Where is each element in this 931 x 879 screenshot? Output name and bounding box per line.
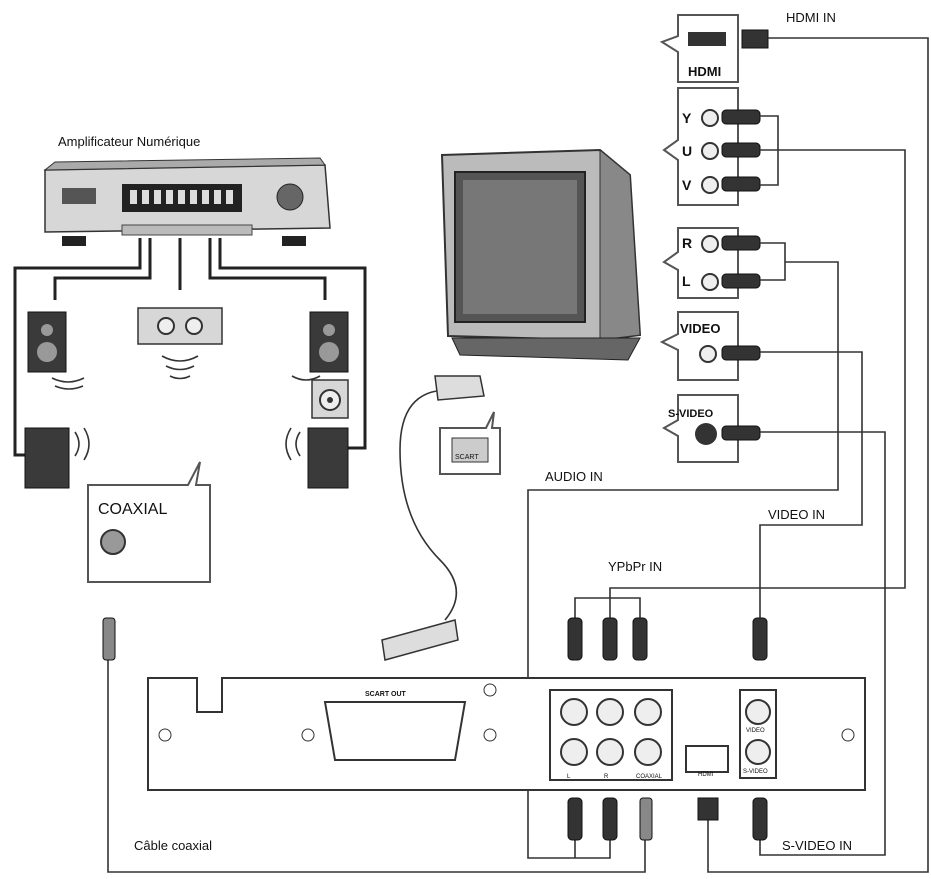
hdmi-port-icon: [688, 32, 726, 46]
player-hdmi-label: HDMI: [698, 772, 714, 778]
player-svideo-label: S-VIDEO: [743, 769, 768, 775]
scart-callout-label: SCART: [455, 454, 479, 461]
tv-ypbpr-panel: Y U V: [662, 87, 739, 206]
scart-plug-top: [434, 375, 485, 401]
tv-video-label: VIDEO: [680, 321, 720, 336]
scart-jack-icon: [451, 437, 489, 463]
player-r-label: R: [604, 774, 609, 780]
speaker-center: [137, 307, 223, 380]
player-video-label: VIDEO: [746, 728, 765, 734]
tv-l-label: L: [682, 273, 691, 289]
tv-v-label: V: [682, 177, 692, 193]
amplifier-label: Amplificateur Numérique: [58, 134, 200, 149]
video-in-label: VIDEO IN: [768, 507, 825, 522]
coaxial-callout-label: COAXIAL: [98, 501, 167, 518]
tv-svideo-panel: S-VIDEO: [661, 394, 739, 463]
coax-cable-label: Câble coaxial: [134, 838, 212, 853]
player-coaxial-label: COAXIAL: [636, 774, 663, 780]
scart-out-label: SCART OUT: [365, 691, 407, 698]
tv-hdmi-panel: HDMI: [659, 14, 739, 83]
coaxial-jack-icon: [100, 529, 126, 555]
speaker-rear-right: [285, 427, 349, 489]
volume-knob-icon: [276, 183, 304, 211]
tv-svideo-label: S-VIDEO: [668, 408, 714, 420]
speaker-front-left: [27, 311, 85, 390]
tv-r-label: R: [682, 235, 692, 251]
hdmi-plug-player: [697, 797, 719, 821]
amp-display-icon: [62, 188, 96, 204]
svideo-in-label: S-VIDEO IN: [782, 838, 852, 853]
speaker-rear-left: [24, 427, 90, 489]
hdmi-in-label: HDMI IN: [786, 10, 836, 25]
tv-y-label: Y: [682, 110, 692, 126]
dvd-player-rear-panel: SCART OUT L R COAXIAL HDMI VIDEO S-VIDEO: [147, 677, 866, 791]
speaker-front-right: [291, 311, 349, 381]
coaxial-callout: COAXIAL: [87, 461, 211, 583]
hdmi-plug-tv: [741, 29, 769, 49]
television: [440, 148, 642, 361]
scart-out-port: [323, 701, 467, 761]
ypbpr-in-label: YPbPr IN: [608, 559, 662, 574]
hdmi-out-port: [685, 745, 729, 773]
tv-hdmi-label: HDMI: [688, 64, 721, 79]
scart-plug-bottom: [381, 619, 459, 661]
subwoofer: [311, 379, 349, 419]
tv-video-panel: VIDEO: [659, 311, 739, 381]
player-l-label: L: [567, 774, 571, 780]
audio-in-label: AUDIO IN: [545, 469, 603, 484]
amplifier: Amplificateur Numérique: [43, 134, 331, 246]
scart-callout: SCART: [439, 411, 501, 475]
tv-u-label: U: [682, 143, 692, 159]
